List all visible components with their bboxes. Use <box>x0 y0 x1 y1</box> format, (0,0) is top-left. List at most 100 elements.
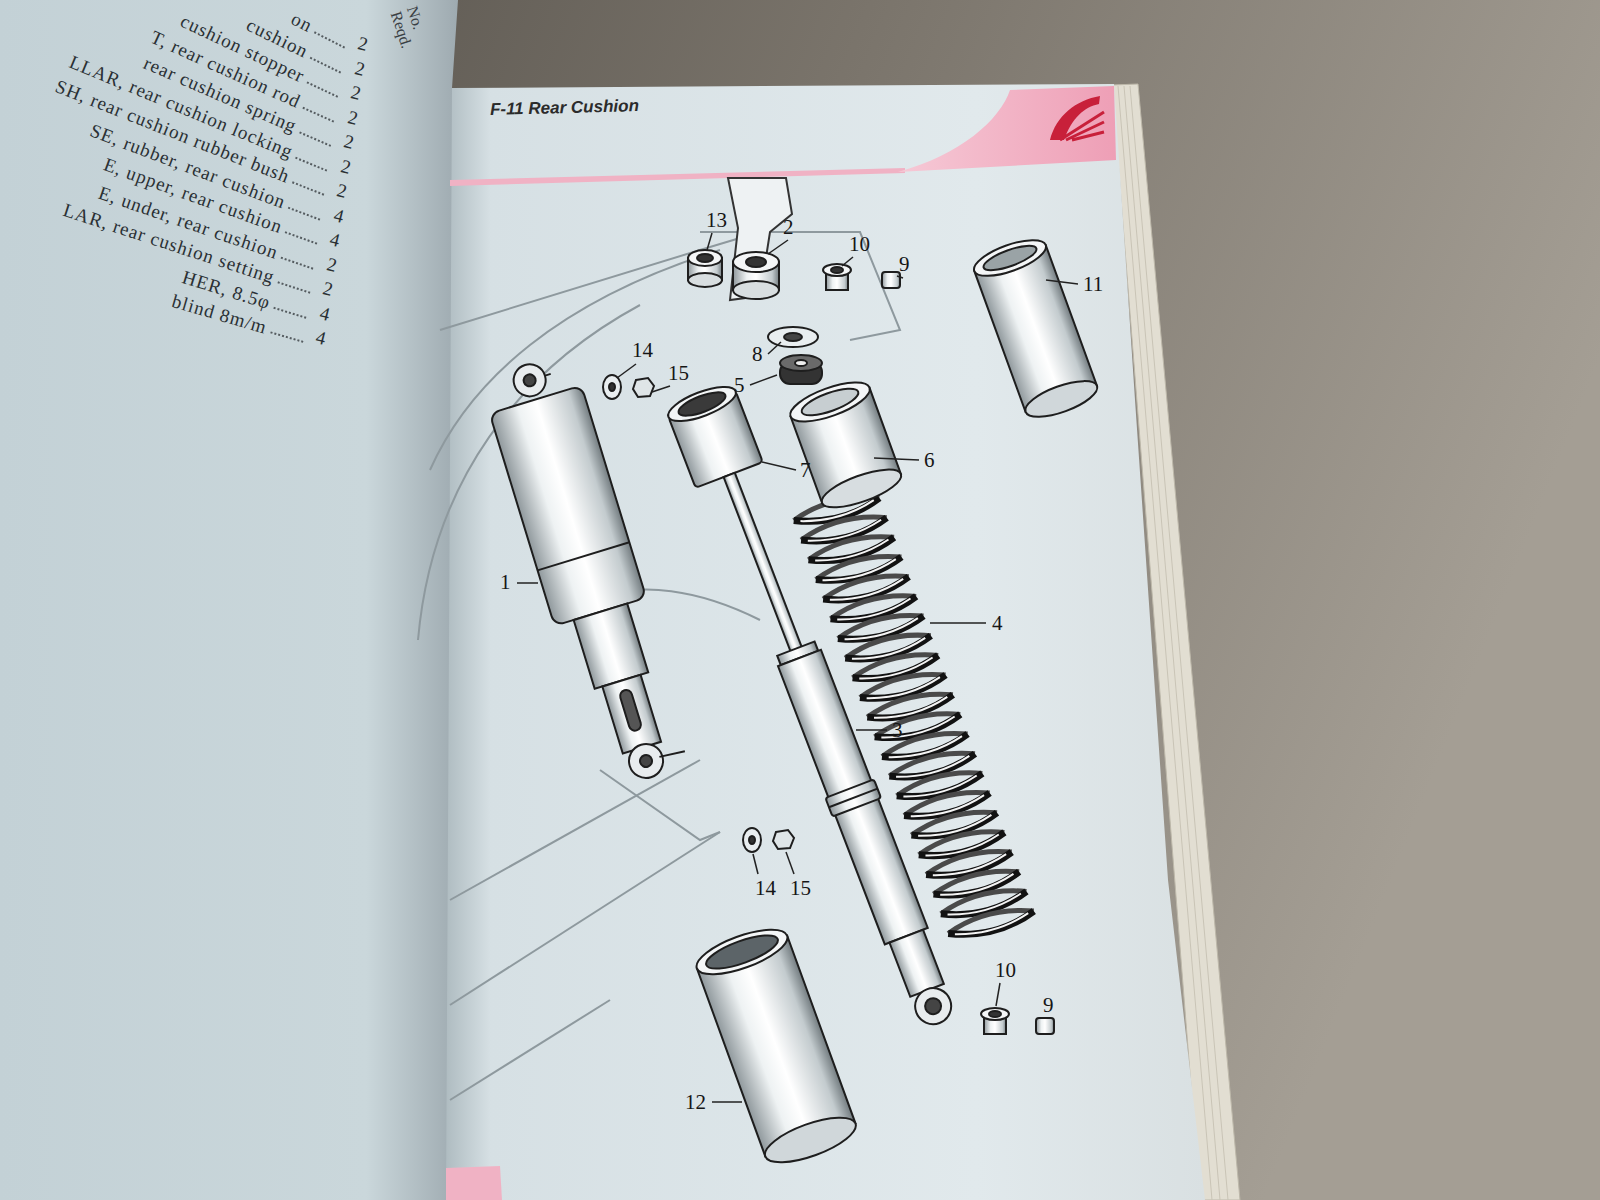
frame-outline <box>700 232 900 340</box>
shock-absorber <box>490 385 647 625</box>
frame-outline <box>450 760 700 900</box>
callout-number: 15 <box>668 362 689 384</box>
dot-leader <box>274 304 308 318</box>
leader-lines <box>1045 1018 1047 1019</box>
damper-rod <box>829 789 878 808</box>
coil-spring <box>947 899 1036 947</box>
dot-leader <box>299 129 332 146</box>
shock-absorber <box>479 351 697 791</box>
leader-lines <box>517 582 538 584</box>
leader-lines <box>897 276 903 278</box>
leader-lines <box>750 375 777 385</box>
callout-number: 9 <box>899 253 910 275</box>
small-parts <box>633 378 654 397</box>
right-page <box>445 84 1205 1200</box>
small-parts <box>603 375 621 399</box>
page-heading: F-11 Rear Cushion <box>490 96 639 120</box>
damper-rod <box>889 930 943 997</box>
small-parts <box>603 250 1054 1034</box>
dot-leader <box>288 204 321 220</box>
damper-rod <box>664 380 740 428</box>
callout-number: 13 <box>706 209 727 231</box>
small-parts <box>688 273 722 287</box>
small-parts <box>1036 1018 1054 1034</box>
small-parts <box>882 272 900 288</box>
page-header-band <box>1060 112 1104 140</box>
dot-leader <box>310 54 342 73</box>
leader-lines <box>768 342 781 354</box>
shock-absorber <box>625 740 667 782</box>
page-header-band <box>450 168 905 186</box>
damper-rod <box>664 380 973 1036</box>
callout-number: 14 <box>755 877 776 899</box>
lower-cover-tube <box>691 921 792 984</box>
small-parts <box>784 333 802 341</box>
shock-absorber <box>510 360 550 400</box>
small-parts <box>688 250 722 266</box>
leader-lines <box>712 1101 742 1103</box>
leader-lines <box>996 983 1000 1006</box>
frame-outline <box>600 770 720 840</box>
upper-cover-tube <box>970 233 1050 283</box>
damper-rod <box>910 983 957 1030</box>
upper-cover-tube <box>970 233 1102 424</box>
dot-leader <box>278 279 312 293</box>
small-parts <box>733 252 779 272</box>
page-header-band <box>898 86 1116 172</box>
dot-leader <box>303 104 336 122</box>
small-parts <box>780 355 822 371</box>
page-header-band <box>446 1166 502 1200</box>
leader-lines <box>652 386 670 392</box>
leader-lines <box>874 458 919 460</box>
small-parts <box>989 1011 1001 1017</box>
frame-outline <box>440 232 760 330</box>
frame-outline <box>450 832 720 1005</box>
callout-number: 10 <box>849 233 870 255</box>
leader-lines <box>707 233 712 250</box>
small-parts <box>773 830 794 849</box>
spring-seat-collar <box>799 383 862 420</box>
dot-leader <box>292 179 325 195</box>
callout-number: 11 <box>1083 273 1103 295</box>
dot-leader <box>296 154 329 171</box>
callout-number: 3 <box>892 719 903 741</box>
dot-leader <box>281 254 314 269</box>
lower-cover-tube <box>703 929 782 976</box>
frame-bracket <box>728 178 792 300</box>
callout-number: 1 <box>500 571 511 593</box>
callout-number: 2 <box>783 216 794 238</box>
damper-rod <box>825 779 881 816</box>
small-parts <box>981 1008 1009 1020</box>
small-parts <box>823 264 851 276</box>
frame-bracket <box>728 178 792 300</box>
callout-number: 6 <box>924 449 935 471</box>
dot-leader <box>270 329 304 342</box>
shock-absorber <box>538 542 630 570</box>
lower-cover-tube <box>760 1108 861 1171</box>
leader-lines <box>617 364 636 378</box>
small-parts <box>733 281 779 299</box>
small-parts <box>768 327 818 347</box>
leader-lines <box>930 622 986 624</box>
callout-number: 10 <box>995 959 1016 981</box>
small-parts <box>831 267 843 273</box>
shock-absorber <box>659 749 684 759</box>
left-page <box>0 0 458 1200</box>
callout-number: 14 <box>632 339 653 361</box>
leader-lines <box>1046 280 1078 284</box>
leader-lines <box>786 852 794 874</box>
callout-number: 15 <box>790 877 811 899</box>
leader-lines <box>753 854 758 874</box>
callout-number: 5 <box>734 374 745 396</box>
small-parts <box>743 828 761 852</box>
coil-spring <box>792 486 1035 947</box>
leader-lines <box>856 729 887 731</box>
dot-leader <box>307 79 339 97</box>
leader-lines <box>842 257 853 266</box>
upper-cover-tube <box>1021 374 1101 424</box>
damper-rod <box>676 388 728 421</box>
small-parts <box>697 254 713 262</box>
small-parts <box>609 383 615 391</box>
